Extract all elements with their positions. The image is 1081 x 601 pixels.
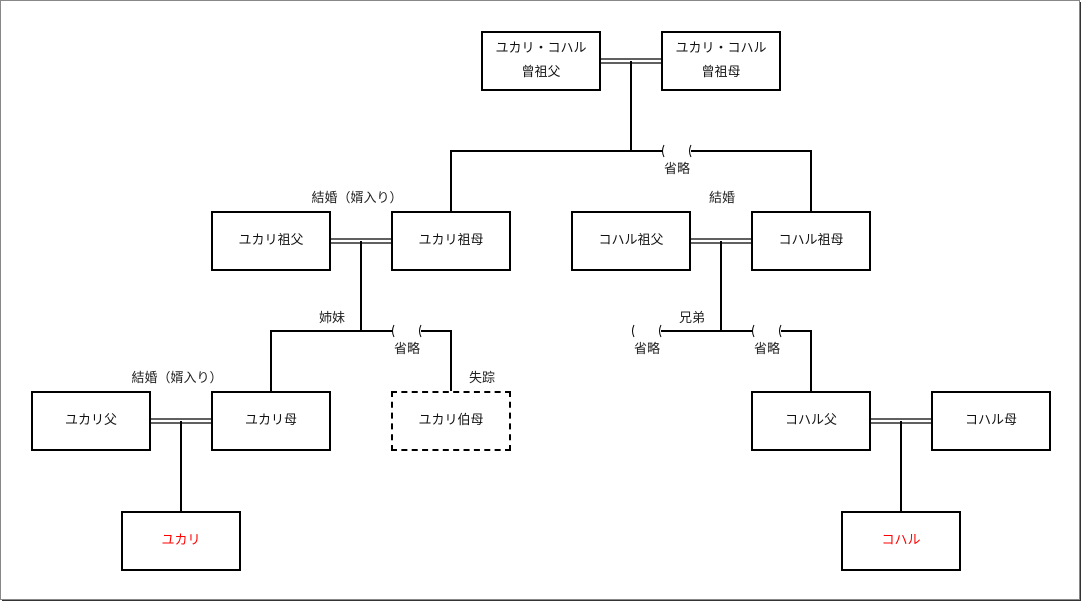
great-grandmother-box: ユカリ・コハル 曾祖母 (661, 31, 781, 91)
marriage-adopted-label: 結婚（婿入り） (131, 371, 223, 386)
omission-wave-marks (392, 144, 782, 338)
yukari-grandmother-box: ユカリ祖母 (391, 211, 511, 271)
koharu-mother-box: コハル母 (931, 391, 1051, 451)
sisters-label: 姉妹 (318, 311, 346, 326)
koharu-grandmother-box: コハル祖母 (751, 211, 871, 271)
yukari-box: ユカリ (121, 511, 241, 571)
omitted-label: 省略 (393, 342, 421, 357)
great-grandfather-family: ユカリ・コハル (495, 41, 587, 56)
yukari-father-box: ユカリ父 (31, 391, 151, 451)
brothers-label: 兄弟 (678, 311, 706, 326)
yukari-aunt-box: ユカリ伯母 (391, 391, 511, 451)
great-grandmother-role: 曾祖母 (701, 65, 741, 80)
koharu-father-box: コハル父 (751, 391, 871, 451)
marriage-adopted-label: 結婚（婿入り） (311, 191, 403, 206)
koharu-box: コハル (841, 511, 961, 571)
yukari-mother-box: ユカリ母 (211, 391, 331, 451)
yukari-grandfather-box: ユカリ祖父 (211, 211, 331, 271)
great-grandmother-family: ユカリ・コハル (675, 41, 767, 56)
great-grandfather-box: ユカリ・コハル 曾祖父 (481, 31, 601, 91)
koharu-grandfather-box: コハル祖父 (571, 211, 691, 271)
great-grandfather-role: 曾祖父 (521, 65, 561, 80)
omitted-label: 省略 (663, 162, 691, 177)
omitted-label: 省略 (633, 342, 661, 357)
omitted-label: 省略 (753, 342, 781, 357)
marriage-label: 結婚 (708, 191, 736, 206)
missing-label: 失踪 (468, 371, 496, 386)
